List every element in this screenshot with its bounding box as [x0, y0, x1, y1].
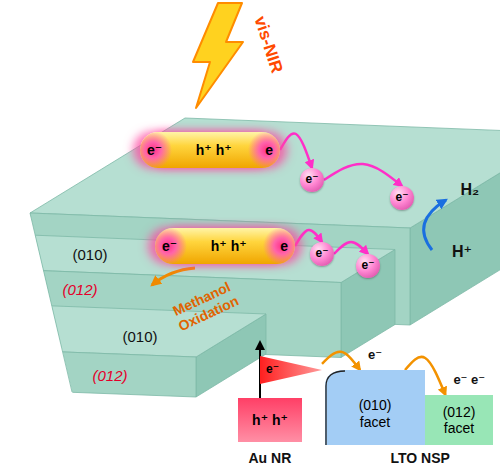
electron-transfer-arrow — [322, 352, 360, 370]
node-text: e⁻ — [395, 191, 408, 205]
node-text: e⁻ — [361, 259, 374, 273]
node-text: e — [280, 238, 288, 254]
gold-nanorod: e⁻ h⁺ h⁺ e — [140, 132, 280, 168]
node-text: e⁻ — [147, 142, 162, 158]
gold-nanorod: e⁻ h⁺ h⁺ e — [155, 228, 295, 264]
electron-sphere: e⁻ — [310, 242, 334, 266]
node-text: (012) facet — [431, 404, 487, 436]
facet-band-box: (012) facet — [425, 395, 493, 445]
node-text: e — [265, 142, 273, 158]
reaction-label: Methanol Oxidation — [165, 276, 246, 336]
facet-label: (010) — [73, 246, 108, 263]
riser-face — [0, 346, 196, 397]
node-text: h⁺ h⁺ — [211, 238, 247, 254]
electron-transfer-arrow — [280, 133, 312, 168]
facet-label: (012) — [93, 367, 128, 384]
caption-label: Au NR — [249, 450, 292, 466]
node-text: (010) facet — [347, 397, 403, 429]
node-text: h⁺ h⁺ — [252, 412, 288, 428]
node-text: h⁺ h⁺ — [196, 142, 232, 158]
cut-edge — [30, 213, 72, 392]
node-text: e⁻ — [305, 173, 318, 187]
band-box: h⁺ h⁺ — [238, 398, 302, 442]
staircase — [0, 118, 500, 397]
edge-label: e⁻ — [368, 348, 382, 363]
edge-label: e⁻ e⁻ — [453, 373, 485, 388]
node-text: e⁻ — [266, 363, 279, 377]
band-bending-line — [326, 371, 345, 445]
plasmon-triangle — [260, 356, 322, 384]
facet-label: (010) — [123, 328, 158, 345]
electron-sphere: e⁻ — [356, 254, 380, 278]
band-fill — [325, 370, 425, 445]
node-text: e⁻ — [315, 247, 328, 261]
electron-transfer-arrow — [334, 242, 368, 254]
reduction-arrow — [424, 200, 446, 250]
plasmon-distribution: e⁻ — [260, 356, 322, 384]
electron-transfer-arrow — [324, 164, 402, 186]
node-text: e⁻ — [162, 238, 177, 254]
lightning-bolt — [193, 3, 243, 108]
facet-label: (012) — [63, 281, 98, 298]
caption-label: LTO NSP — [391, 450, 450, 466]
electron-sphere: e⁻ — [300, 168, 324, 192]
species-label: H₂ — [461, 181, 480, 199]
electron-sphere: e⁻ — [390, 186, 414, 210]
terrace-face — [30, 118, 500, 228]
oxidation-arrow — [152, 268, 195, 285]
species-label: H⁺ — [452, 243, 472, 261]
light-label: vis-NIR — [249, 14, 286, 76]
facet-band-box: (010) facet — [325, 370, 425, 445]
